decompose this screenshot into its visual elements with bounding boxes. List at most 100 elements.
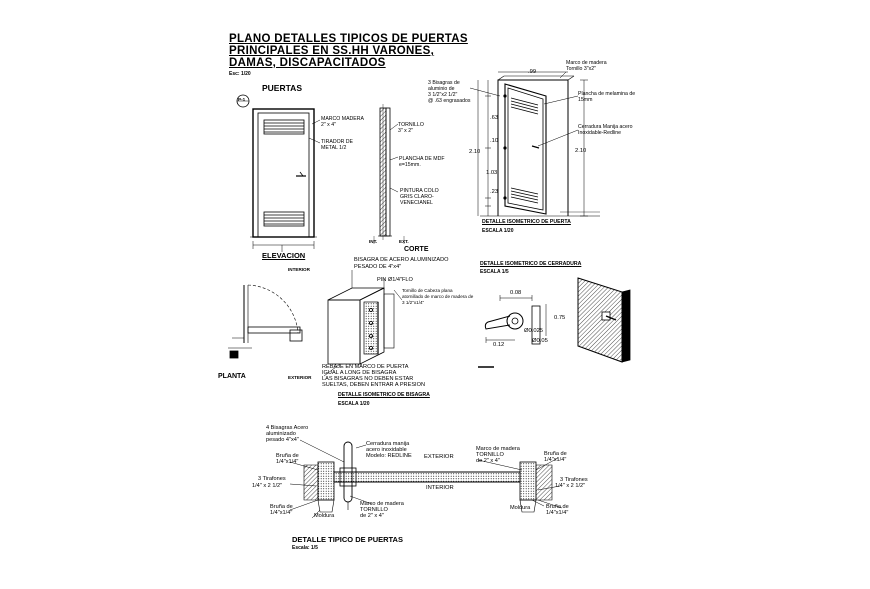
- sec-tirafones-r-2: 1/4" x 2 1/2": [555, 483, 586, 489]
- tornillo-size: 3" x 2": [398, 128, 413, 134]
- iso-cerradura-1: Cerradura Manija acero: [578, 124, 633, 130]
- lock-dim-0025: Ø0.025: [524, 328, 544, 334]
- sec-marco-bottom-1: Marco de madera: [360, 501, 404, 507]
- sec-moldura-l: Moldura: [314, 513, 335, 519]
- sec-moldura-r: Moldura: [510, 505, 531, 511]
- iso-detalle-caption: DETALLE ISOMETRICO DE PUERTA: [482, 219, 571, 225]
- sec-bruna-l2-1: Bruña de: [270, 504, 293, 510]
- door-section: [373, 104, 405, 244]
- marco-madera-label: MARCO MADERA: [321, 116, 364, 122]
- corte-label: CORTE: [404, 246, 429, 253]
- iso-cerradura-2: Inoxidable-Redline: [578, 130, 621, 136]
- lock-dim-075: 0.75: [554, 315, 566, 321]
- sec-cerradura-3: Modelo: REDLINE: [366, 453, 412, 459]
- hinge-tornillo-1: Tornillo de Cabeza plana: [402, 288, 453, 293]
- pintura-label-1: PINTURA COLO: [400, 188, 439, 194]
- door-leaf-section: [333, 471, 521, 483]
- sec-bisagras-2: aluminizado: [266, 431, 296, 437]
- bisagra-label-1: BISAGRA DE ACERO ALUMINIZADO: [354, 257, 449, 263]
- sec-tirafones-r-1: 3 Tirafones: [560, 477, 588, 483]
- plancha-size: e=15mm.: [399, 162, 421, 168]
- sec-cerradura-1: Cerradura manija: [366, 441, 410, 447]
- iso-dim-210-right: 2.10: [575, 148, 587, 154]
- pin-label: PIN Ø1/4"FLO: [377, 277, 413, 283]
- hinge-plan: [228, 284, 303, 359]
- door-elevation: [236, 94, 321, 252]
- iso-upper-louver: [510, 97, 539, 115]
- hinge-tornillo-3: 3 1/2"x1/4": [402, 300, 425, 305]
- title-line-1: PLANO DETALLES TIPICOS DE PUERTAS: [229, 33, 468, 45]
- iso-bisagras-1: 3 Bisagras de: [428, 80, 460, 86]
- iso-lower-louver: [510, 187, 539, 204]
- rebaje-4: SUELTAS, DEBEN ENTRAR A PRESION: [322, 382, 425, 388]
- sec-exterior: EXTERIOR: [424, 454, 454, 460]
- iso-bisagras-3: 3 1/2"x2 1/2": [428, 92, 458, 98]
- sec-detalle-caption: DETALLE TIPICO DE PUERTAS: [292, 535, 403, 544]
- iso-plancha-1: Plancha de melamina de: [578, 91, 636, 97]
- sec-bruna-r2-2: 1/4"x1/4": [546, 510, 569, 516]
- rebaje-3: LAS BISAGRAS NO DEBEN ESTAR: [322, 376, 414, 382]
- sec-bruna-l2-2: 1/4"x1/4": [270, 510, 293, 516]
- iso-bisagras-4: @ .63 engrasados: [428, 98, 471, 104]
- door-leaf-isometric: [504, 83, 547, 215]
- upper-louver: [263, 119, 305, 135]
- iso-marco-2: Tornillo 3"x2": [566, 66, 596, 72]
- planta-label: PLANTA: [218, 373, 246, 380]
- bisagra-label-2: PESADO DE 4"x4": [354, 264, 402, 270]
- iso-marco-1: Marco de madera: [566, 60, 607, 66]
- tornillo-label: TORNILLO: [398, 122, 424, 128]
- sec-bruna-r-2: 1/4"x1/4": [544, 457, 567, 463]
- sec-bisagras-1: 4 Bisagras Acero: [266, 425, 309, 431]
- title-scale: Esc: 1/20: [229, 71, 251, 77]
- lock-dim-005: Ø0.05: [532, 338, 548, 344]
- iso-dim-top: .99: [528, 69, 537, 75]
- plancha-label: PLANCHA DE MDF: [399, 156, 445, 162]
- sec-marco-top-3: de 2" x 4": [476, 458, 500, 464]
- sec-marco-bottom-2: TORNILLO: [360, 507, 388, 513]
- hinge-isometric: [323, 270, 403, 377]
- sec-bruna-r-1: Bruña de: [544, 451, 567, 457]
- int-label: INT.: [369, 239, 378, 244]
- rebaje-1: REBAJE EN MARCO DE PUERTA: [322, 364, 409, 370]
- bisagra-escala-caption: ESCALA 1/20: [338, 401, 370, 407]
- sec-marco-top-2: TORNILLO: [476, 452, 504, 458]
- pintura-label-2: GRIS CLARO-: [400, 194, 434, 200]
- iso-dim-10: .10: [490, 138, 499, 144]
- cerradura-escala-caption: ESCALA 1/5: [480, 269, 509, 275]
- sec-bruna-l-2: 1/4"x1/4": [276, 459, 299, 465]
- iso-escala-caption: ESCALA 1/20: [482, 228, 514, 234]
- rebaje-2: IGUAL A LONG DE BISAGRA: [322, 370, 397, 376]
- title-line-2: PRINCIPALES EN SS.HH VARONES,: [229, 45, 435, 57]
- sec-marco-bottom-3: de 2" x 4": [360, 513, 384, 519]
- iso-bisagras-2: aluminio de: [428, 86, 455, 92]
- hinge-tornillo-2: atornillado de marco de madera de: [402, 294, 474, 299]
- elevacion-label: ELEVACION: [262, 251, 306, 260]
- iso-dim-63: .63: [490, 115, 499, 121]
- ext-label: EXT.: [399, 239, 409, 244]
- tirador-label: TIRADOR DE: [321, 139, 353, 145]
- iso-dim-23: .23: [490, 189, 499, 195]
- marco-madera-size: 2" x 4": [321, 122, 336, 128]
- door-isometric: [469, 71, 600, 217]
- cerradura-detalle-caption: DETALLE ISOMETRICO DE CERRADURA: [480, 261, 582, 267]
- lock-detail: [478, 277, 631, 368]
- sec-tirafones-l-2: 1/4" x 2 1/2": [252, 483, 283, 489]
- sec-interior: INTERIOR: [426, 485, 454, 491]
- lock-dim-008: 0.08: [510, 290, 522, 296]
- plan-exterior-label: EXTERIOR: [288, 375, 312, 380]
- sec-bisagras-3: pesado 4"x4": [266, 437, 299, 443]
- sec-tirafones-l-1: 3 Tirafones: [258, 476, 286, 482]
- iso-dim-210-left: 2.10: [469, 149, 481, 155]
- lock-rosette: [506, 312, 524, 330]
- iso-plancha-2: 15mm: [578, 97, 593, 103]
- sec-bruna-l-1: Bruña de: [276, 453, 299, 459]
- sec-marco-top-1: Marco de madera: [476, 446, 520, 452]
- door-tag-label: P-1: [238, 97, 246, 102]
- sec-escala-caption: Escala: 1/5: [292, 545, 318, 551]
- tirador-size: METAL 1/2: [321, 145, 347, 151]
- pintura-label-3: VENECIANEL: [400, 200, 433, 206]
- lever-handle: [484, 315, 511, 330]
- lower-louver: [263, 211, 305, 227]
- title-line-3: DAMAS, DISCAPACITADOS: [229, 57, 386, 69]
